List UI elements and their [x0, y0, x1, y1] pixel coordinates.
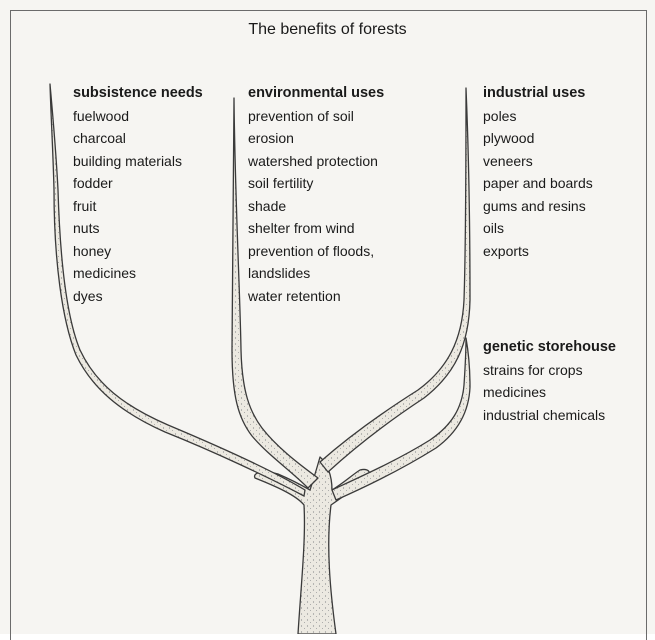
list-item: building materials	[73, 150, 203, 173]
list-item: fodder	[73, 172, 203, 195]
industrial-uses-heading: industrial uses	[483, 82, 593, 105]
list-item: industrial chemicals	[483, 404, 616, 427]
list-item: erosion	[248, 127, 384, 150]
environmental-uses-list: prevention of soil erosion watershed pro…	[248, 105, 384, 308]
list-item: watershed protection	[248, 150, 384, 173]
list-item: nuts	[73, 217, 203, 240]
list-item: fuelwood	[73, 105, 203, 128]
list-item: oils	[483, 217, 593, 240]
list-item: medicines	[73, 262, 203, 285]
list-item: prevention of soil	[248, 105, 384, 128]
genetic-storehouse-heading: genetic storehouse	[483, 336, 616, 359]
list-item: exports	[483, 240, 593, 263]
environmental-uses-group: environmental uses prevention of soil er…	[248, 82, 384, 307]
list-item: medicines	[483, 381, 616, 404]
environmental-uses-heading: environmental uses	[248, 82, 384, 105]
list-item: water retention	[248, 285, 384, 308]
list-item: veneers	[483, 150, 593, 173]
subsistence-needs-list: fuelwood charcoal building materials fod…	[73, 105, 203, 308]
industrial-uses-list: poles plywood veneers paper and boards g…	[483, 105, 593, 263]
list-item: shade	[248, 195, 384, 218]
list-item: dyes	[73, 285, 203, 308]
list-item: paper and boards	[483, 172, 593, 195]
list-item: fruit	[73, 195, 203, 218]
list-item: landslides	[248, 262, 384, 285]
list-item: shelter from wind	[248, 217, 384, 240]
list-item: prevention of floods,	[248, 240, 384, 263]
subsistence-needs-heading: subsistence needs	[73, 82, 203, 105]
list-item: charcoal	[73, 127, 203, 150]
list-item: honey	[73, 240, 203, 263]
list-item: poles	[483, 105, 593, 128]
list-item: plywood	[483, 127, 593, 150]
genetic-storehouse-list: strains for crops medicines industrial c…	[483, 359, 616, 427]
list-item: strains for crops	[483, 359, 616, 382]
list-item: gums and resins	[483, 195, 593, 218]
subsistence-needs-group: subsistence needs fuelwood charcoal buil…	[73, 82, 203, 307]
genetic-storehouse-group: genetic storehouse strains for crops med…	[483, 336, 616, 426]
list-item: soil fertility	[248, 172, 384, 195]
industrial-uses-group: industrial uses poles plywood veneers pa…	[483, 82, 593, 262]
diagram-title: The benefits of forests	[0, 21, 655, 39]
